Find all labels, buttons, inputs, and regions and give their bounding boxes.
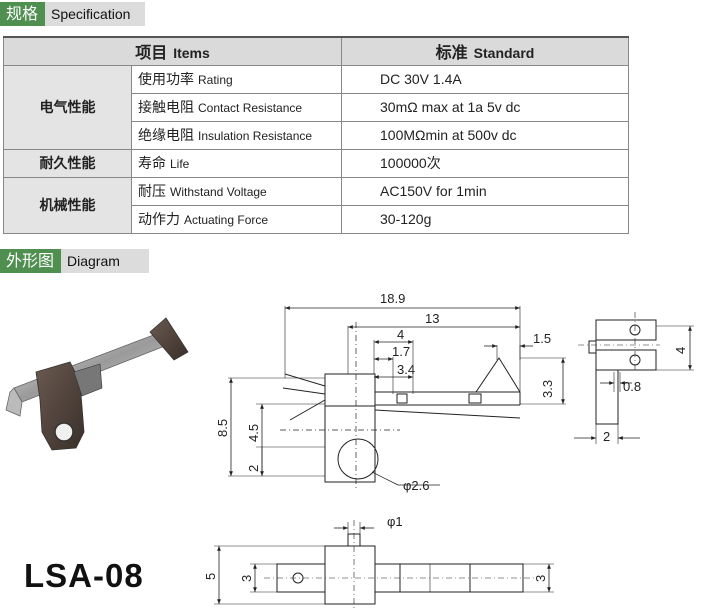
item-en: Life	[170, 157, 190, 171]
item-cell: 使用功率 Rating	[131, 64, 342, 94]
table-header-row: 项目 Items 标准 Standard	[3, 36, 629, 66]
value-cell: 30mΩ max at 1a 5v dc	[341, 92, 629, 122]
dim-1-7: 1.7	[392, 344, 410, 359]
side-dim-2: 2	[603, 429, 610, 444]
group-durability: 耐久性能	[3, 148, 132, 178]
diagram-header-en: Diagram	[61, 249, 150, 273]
bottom-dim-3-right: 3	[533, 575, 548, 582]
items-header-en: Items	[173, 45, 210, 62]
table-row: 接触电阻 Contact Resistance 30mΩ max at 1a 5v…	[4, 92, 629, 122]
item-cell: 耐压 Withstand Voltage	[131, 176, 342, 206]
item-cn: 耐压	[138, 184, 166, 200]
item-cn: 使用功率	[138, 72, 194, 88]
table-row: 绝缘电阻 Insulation Resistance 100MΩmin at 50…	[4, 120, 629, 150]
item-cell: 绝缘电阻 Insulation Resistance	[131, 120, 342, 150]
dim-phi-2-6: φ2.6	[403, 478, 430, 493]
bottom-dim-5: 5	[203, 573, 218, 580]
model-number: LSA-08	[24, 557, 144, 594]
group-electrical: 电气性能	[3, 64, 132, 150]
dim-3-3: 3.3	[540, 380, 555, 398]
dim-phi-1: φ1	[387, 514, 403, 529]
dim-4-5: 4.5	[246, 424, 261, 442]
specification-header-en: Specification	[45, 2, 146, 26]
standard-column-header: 标准 Standard	[341, 36, 629, 66]
item-en: Withstand Voltage	[170, 185, 267, 199]
side-view-drawing	[574, 312, 694, 444]
table-row: 机械性能 耐压 Withstand Voltage AC150V for 1min	[3, 176, 629, 234]
items-header-cn: 项目	[135, 43, 168, 63]
dim-4: 4	[397, 327, 404, 342]
bottom-dim-3-left: 3	[239, 575, 254, 582]
items-column-header: 项目 Items	[3, 36, 342, 66]
item-en: Contact Resistance	[198, 101, 303, 115]
table-row: 动作力 Actuating Force 30-120g	[4, 204, 629, 234]
front-view-drawing	[228, 306, 566, 490]
value-cell: 30-120g	[341, 204, 629, 234]
standard-header-en: Standard	[473, 45, 535, 62]
dim-18-9: 18.9	[380, 291, 405, 306]
specification-header: 规格 Specification	[0, 2, 146, 26]
item-en: Insulation Resistance	[198, 129, 313, 143]
side-dim-4: 4	[673, 347, 688, 354]
dim-1-5: 1.5	[533, 331, 551, 346]
item-cn: 动作力	[138, 212, 180, 228]
dim-13: 13	[425, 311, 439, 326]
dim-8-5: 8.5	[215, 419, 230, 437]
dim-3-4: 3.4	[397, 362, 415, 377]
product-photo	[5, 317, 189, 451]
standard-header-cn: 标准	[435, 43, 468, 63]
item-cn: 接触电阻	[138, 100, 194, 116]
value-cell: AC150V for 1min	[341, 176, 629, 206]
side-dim-0-8: 0.8	[623, 379, 641, 394]
item-cn: 绝缘电阻	[138, 128, 194, 144]
value-cell: 100MΩmin at 500v dc	[341, 120, 629, 150]
item-cn: 寿命	[138, 156, 166, 172]
diagram-header-cn: 外形图	[0, 249, 62, 273]
bottom-view-drawing	[214, 520, 554, 610]
item-cell: 接触电阻 Contact Resistance	[131, 92, 342, 122]
diagram-header: 外形图 Diagram	[0, 249, 150, 273]
item-cell: 动作力 Actuating Force	[131, 204, 342, 234]
group-mechanical: 机械性能	[3, 176, 132, 234]
dim-2: 2	[246, 465, 261, 472]
item-en: Actuating Force	[184, 213, 269, 227]
item-en: Rating	[198, 73, 233, 87]
specification-header-cn: 规格	[0, 2, 46, 26]
